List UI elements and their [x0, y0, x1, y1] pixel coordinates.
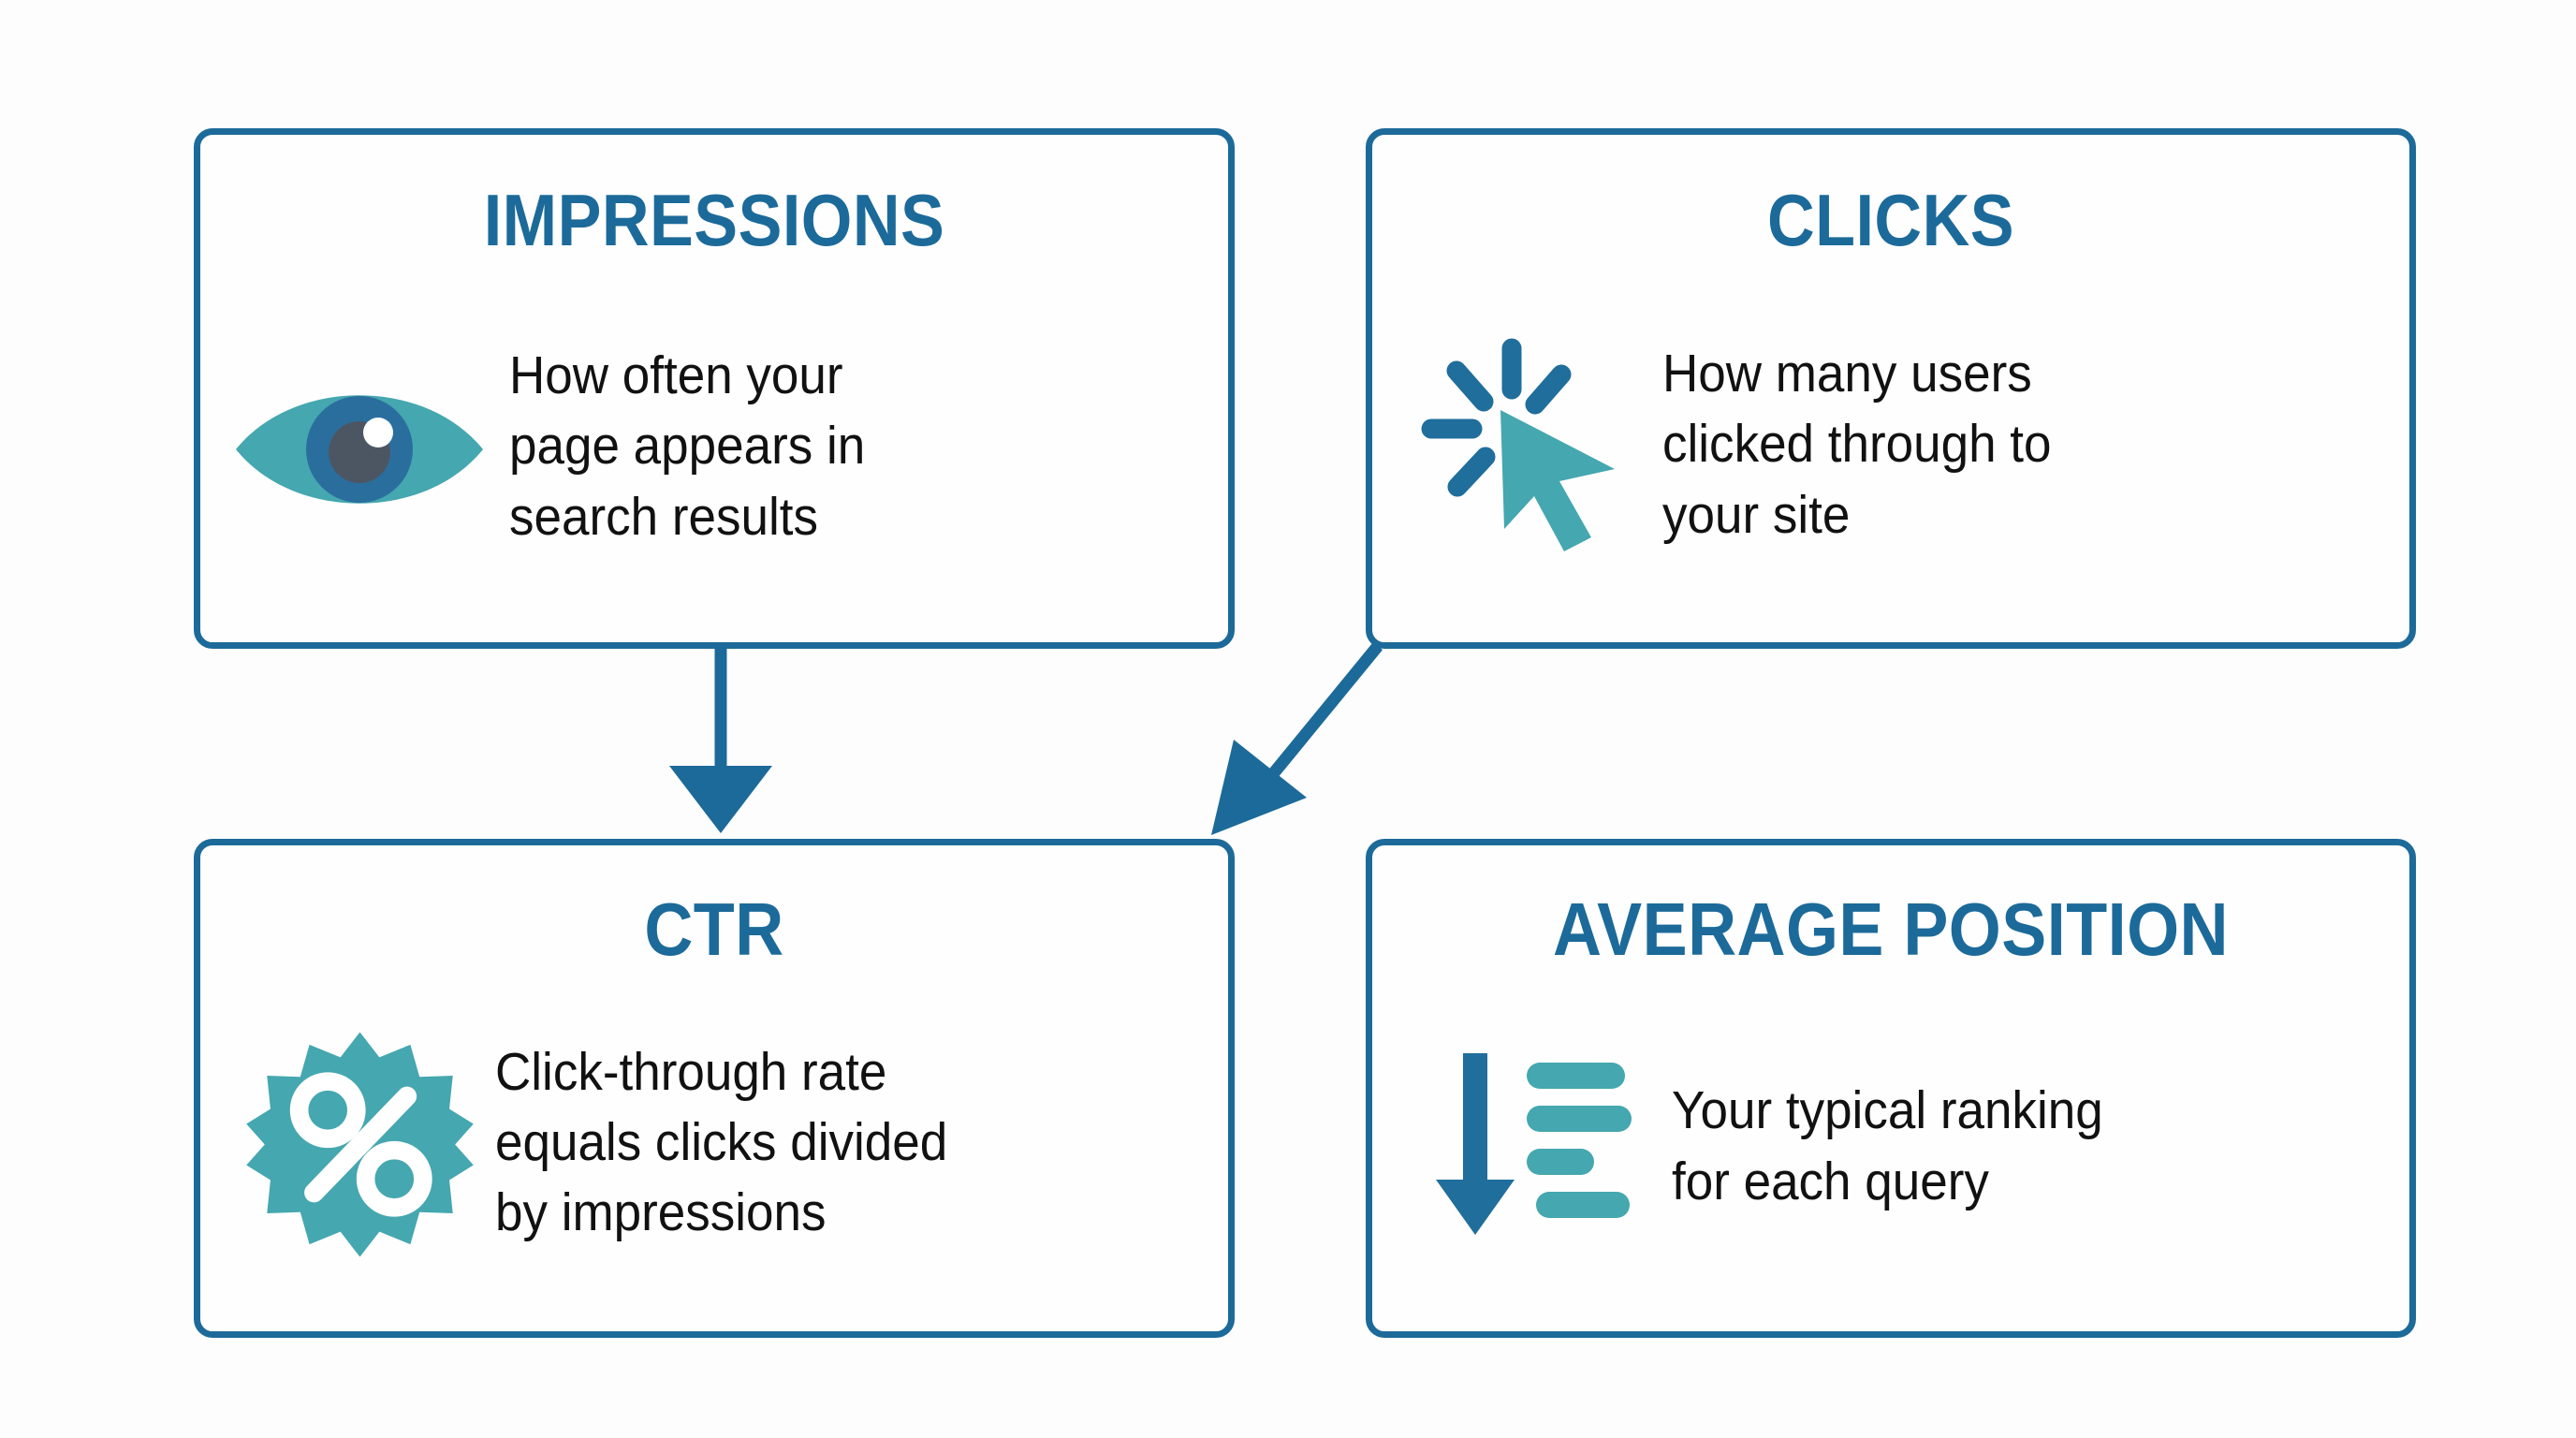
arrow-clicks-to-ctr — [1211, 641, 1383, 835]
card-avgpos[interactable]: AVERAGE POSITION Your typical ranki — [1366, 839, 2416, 1338]
card-impressions-description: How often your page appears in search re… — [509, 345, 866, 547]
card-ctr[interactable]: CTR Click-through rate equals clicks div… — [194, 839, 1235, 1338]
ranking-down-arrow-icon — [1410, 1046, 1662, 1247]
card-avgpos-body: Your typical ranking for each query — [1372, 967, 2409, 1331]
percent-badge-icon — [224, 1030, 495, 1259]
eye-icon — [219, 370, 500, 529]
arrow-impressions-to-ctr — [669, 646, 772, 833]
card-avgpos-description: Your typical ranking for each query — [1672, 1080, 2103, 1211]
card-avgpos-title: AVERAGE POSITION — [1553, 888, 2229, 971]
card-clicks-body: How many users clicked through to your s… — [1372, 257, 2409, 642]
rank-bars — [1527, 1063, 1632, 1218]
card-ctr-description: Click-through rate equals clicks divided… — [495, 1041, 948, 1243]
card-impressions-body: How often your page appears in search re… — [200, 257, 1228, 642]
card-clicks-title: CLICKS — [1766, 179, 2015, 261]
card-impressions[interactable]: IMPRESSIONS How often your page appears … — [194, 128, 1235, 649]
click-cursor-icon — [1400, 337, 1653, 562]
card-ctr-body: Click-through rate equals clicks divided… — [200, 967, 1228, 1331]
down-arrow-shape — [1436, 1053, 1515, 1235]
card-ctr-title: CTR — [644, 888, 784, 971]
card-clicks-description: How many users clicked through to your s… — [1662, 344, 2052, 545]
card-clicks[interactable]: CLICKS How many users clicked through to… — [1366, 128, 2416, 649]
card-impressions-title: IMPRESSIONS — [483, 179, 945, 261]
